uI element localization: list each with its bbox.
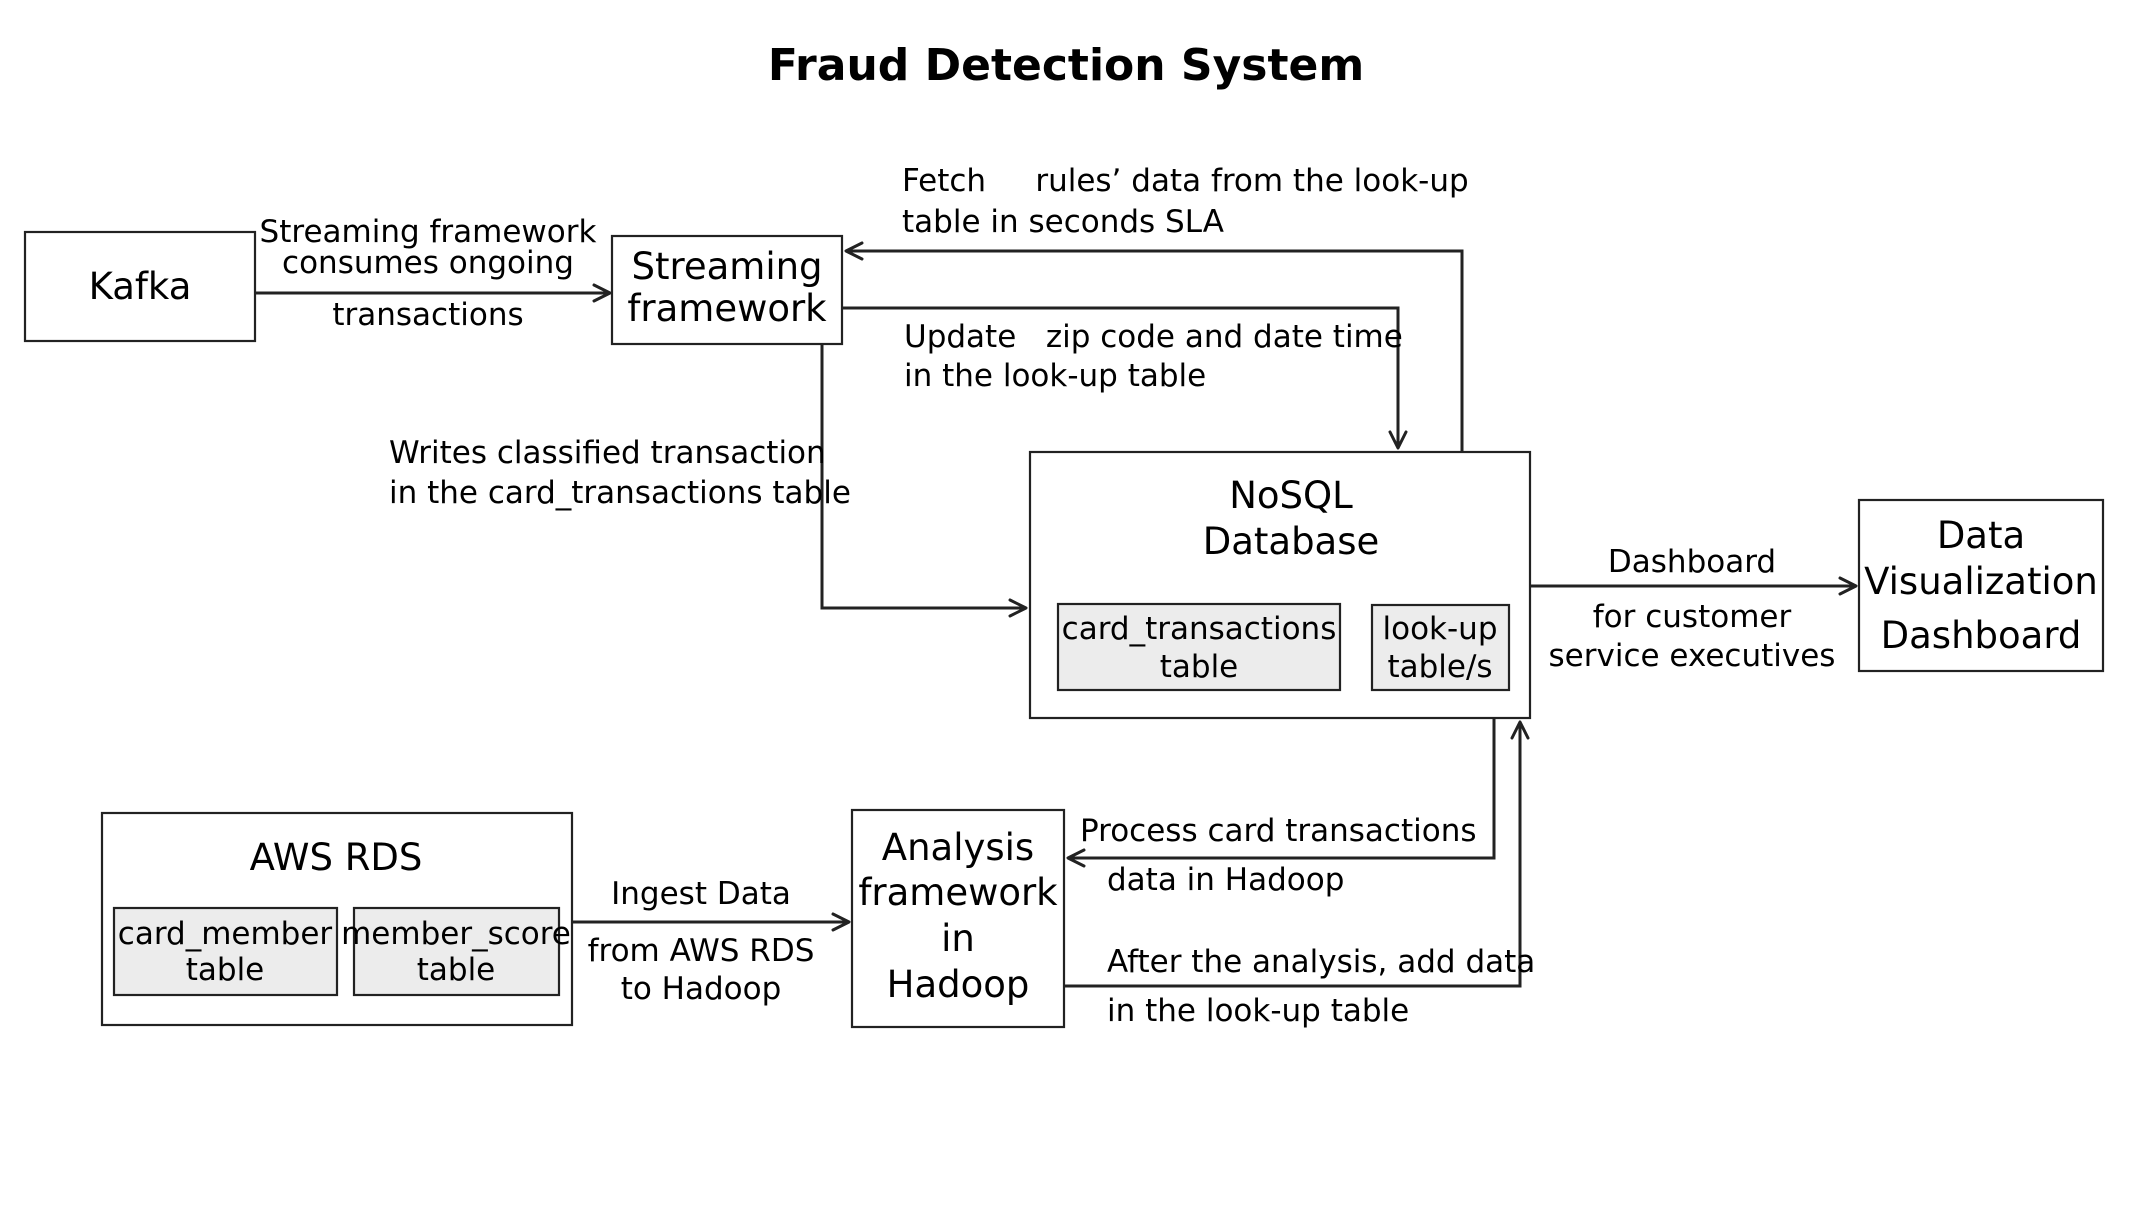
edge-add-lookup: [1064, 720, 1530, 988]
process-transactions-label-line1: Process card transactions: [1080, 813, 1477, 849]
kafka-edge-label-line2: consumes ongoing: [282, 245, 574, 281]
fetch-rules-label-line1: Fetch rules’ data from the look-up: [902, 163, 1469, 199]
nosql-database-label-line1: NoSQL: [1229, 474, 1353, 517]
streaming-framework-node: Streaming framework: [610, 234, 844, 346]
dashboard-box: [1857, 498, 2105, 673]
diagram-title: Fraud Detection System: [768, 40, 1364, 91]
dashboard-label-line2: Visualization: [1864, 560, 2098, 603]
card-member-table-label-line1: card_member: [118, 916, 333, 952]
dashboard-node: Data Visualization Dashboard: [1857, 498, 2105, 673]
ingest-data-label-line2: from AWS RDS: [588, 933, 815, 969]
fetch-rules-label-line2: table in seconds SLA: [902, 204, 1224, 240]
edge-update-lookup: [842, 306, 1408, 450]
dashboard-edge-label-line1: Dashboard: [1608, 544, 1776, 580]
lookup-table-label-line2: table/s: [1387, 649, 1492, 685]
add-lookup-label-line1: After the analysis, add data: [1107, 944, 1535, 980]
edge-fetch-rules: [844, 241, 1464, 452]
card-transactions-table-box: [1056, 602, 1342, 692]
member-score-table-label-line1: member_score: [341, 916, 571, 952]
edge-kafka-to-streaming: [255, 283, 612, 303]
kafka-edge-label-line3: transactions: [332, 297, 523, 333]
analysis-framework-box: [850, 808, 1066, 1029]
write-transactions-label-line1: Writes classified transaction: [389, 435, 826, 471]
card-member-table-box: [112, 906, 339, 997]
aws-rds-label: AWS RDS: [250, 836, 423, 879]
analysis-framework-label-line2: framework: [858, 871, 1058, 914]
update-lookup-label-line1: Update zip code and date time: [904, 319, 1403, 355]
ingest-data-label-line1: Ingest Data: [611, 876, 791, 912]
kafka-node: Kafka: [23, 230, 257, 343]
edge-write-transactions: [820, 344, 1028, 618]
edge-to-dashboard: [1530, 576, 1858, 596]
card-transactions-table-label-line2: table: [1160, 649, 1239, 685]
streaming-framework-label-line2: framework: [627, 287, 827, 330]
analysis-framework-label-line3: in: [941, 917, 975, 960]
dashboard-edge-label-line3: service executives: [1549, 638, 1836, 674]
nosql-database-node: NoSQL Database card_transactions table l…: [1028, 450, 1532, 720]
streaming-framework-label-line1: Streaming: [631, 245, 822, 288]
member-score-table-label-line2: table: [417, 952, 496, 988]
update-lookup-label-line2: in the look-up table: [904, 358, 1206, 394]
kafka-label: Kafka: [89, 265, 192, 308]
write-transactions-label-line2: in the card_transactions table: [389, 475, 851, 511]
kafka-box: [23, 230, 257, 343]
dashboard-label-line1: Data: [1937, 514, 2025, 557]
edge-process-transactions: [1066, 718, 1496, 868]
ingest-data-label-line3: to Hadoop: [621, 971, 782, 1007]
aws-rds-node: AWS RDS card_member table member_score t…: [100, 811, 574, 1027]
card-member-table-label-line2: table: [186, 952, 265, 988]
analysis-framework-label-line1: Analysis: [882, 826, 1034, 869]
add-lookup-label-line2: in the look-up table: [1107, 993, 1409, 1029]
member-score-table-box: [352, 906, 561, 997]
streaming-framework-box: [610, 234, 844, 346]
kafka-edge-label-line1: Streaming framework: [260, 214, 597, 250]
lookup-table-box: [1370, 603, 1511, 692]
analysis-framework-label-line4: Hadoop: [887, 963, 1030, 1006]
lookup-table-label-line1: look-up: [1382, 611, 1497, 647]
analysis-framework-node: Analysis framework in Hadoop: [850, 808, 1066, 1029]
card-transactions-table-label-line1: card_transactions: [1062, 611, 1337, 647]
dashboard-edge-label-line2: for customer: [1593, 599, 1792, 635]
process-transactions-label-line2: data in Hadoop: [1107, 862, 1344, 898]
edge-ingest-data: [572, 912, 851, 932]
nosql-database-label-line2: Database: [1203, 520, 1380, 563]
dashboard-label-line3: Dashboard: [1881, 614, 2082, 657]
